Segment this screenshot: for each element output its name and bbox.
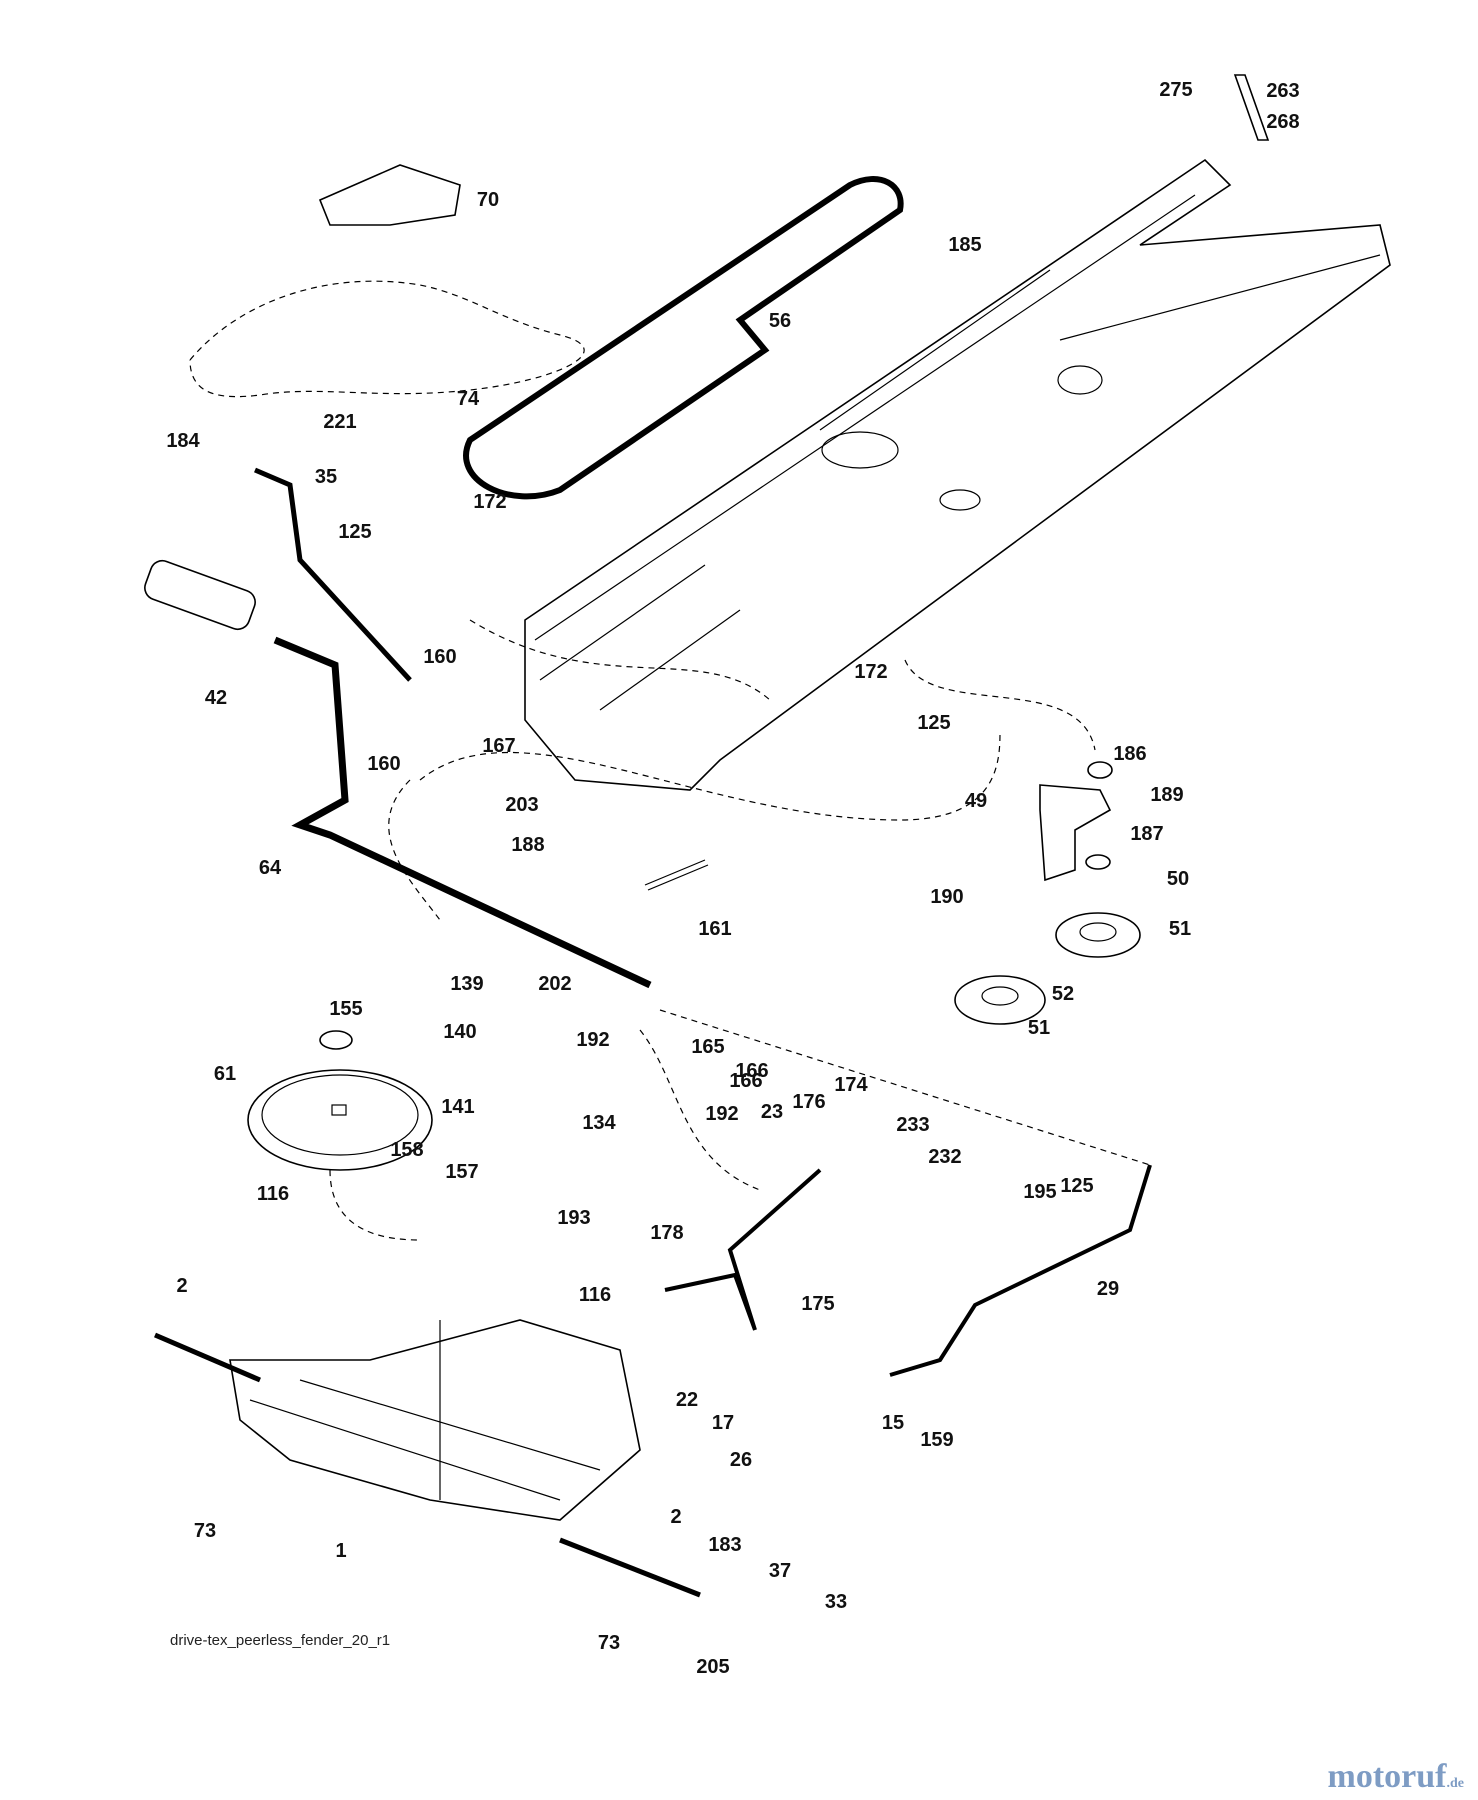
axle-right [559, 1537, 701, 1598]
callout-160: 160 [423, 646, 456, 668]
callout-202: 202 [538, 973, 571, 995]
washer-187 [1085, 854, 1111, 870]
callout-134: 134 [582, 1112, 616, 1134]
callout-158: 158 [390, 1139, 423, 1161]
callout-175: 175 [801, 1293, 834, 1315]
hitch-rod-275 [1233, 74, 1270, 141]
fender-cover-70 [318, 164, 461, 226]
callout-73: 73 [598, 1632, 620, 1654]
callout-190: 190 [930, 886, 963, 908]
callout-178: 178 [650, 1222, 683, 1244]
callout-193: 193 [557, 1207, 590, 1229]
ring-155 [319, 1030, 353, 1050]
callout-172: 172 [854, 661, 887, 683]
linkage-22 [664, 1168, 822, 1331]
callout-141: 141 [441, 1096, 474, 1118]
callout-165: 165 [691, 1036, 724, 1058]
callout-42: 42 [205, 687, 227, 709]
callout-167: 167 [482, 735, 515, 757]
callout-51: 51 [1028, 1017, 1050, 1039]
callout-22: 22 [676, 1389, 698, 1411]
callout-26: 26 [730, 1449, 752, 1471]
diagram-caption: drive-tex_peerless_fender_20_r1 [170, 1632, 391, 1649]
main-frame [524, 158, 1391, 791]
callout-184: 184 [166, 430, 200, 452]
watermark-tld: .de [1446, 1776, 1465, 1791]
pulley-52 [954, 975, 1046, 1025]
callout-116: 116 [579, 1284, 611, 1306]
callout-23: 23 [761, 1101, 783, 1123]
callout-188: 188 [511, 834, 544, 856]
callout-275: 275 [1159, 79, 1192, 101]
callout-52: 52 [1052, 983, 1074, 1005]
callout-70: 70 [477, 189, 499, 211]
watermark-name: motoruf [1327, 1758, 1447, 1795]
callout-176: 176 [792, 1091, 825, 1113]
callout-56: 56 [769, 310, 791, 332]
callout-2: 2 [670, 1506, 681, 1528]
pedal-42 [144, 559, 256, 631]
callout-233: 233 [896, 1114, 929, 1136]
callout-166: 166 [729, 1070, 762, 1092]
callout-268: 268 [1266, 111, 1299, 133]
callout-185: 185 [948, 234, 981, 256]
callout-33: 33 [825, 1591, 847, 1613]
callout-189: 189 [1150, 784, 1183, 806]
callout-64: 64 [259, 857, 282, 879]
pulley-50 [1055, 912, 1141, 958]
callout-35: 35 [315, 466, 337, 488]
callout-159: 159 [920, 1429, 953, 1451]
callout-73: 73 [194, 1520, 216, 1542]
callout-125: 125 [1060, 1175, 1093, 1197]
fender-outline [189, 280, 585, 398]
callout-263: 263 [1266, 80, 1299, 102]
callout-29: 29 [1097, 1278, 1119, 1300]
callout-232: 232 [928, 1146, 961, 1168]
callout-157: 157 [445, 1161, 478, 1183]
callout-155: 155 [329, 998, 362, 1020]
callout-1: 1 [335, 1540, 346, 1562]
idler-bracket-189 [1039, 784, 1112, 882]
callout-183: 183 [708, 1534, 741, 1556]
callout-166: 166 [735, 1060, 768, 1082]
pulley-61 [247, 1069, 433, 1171]
washer-186 [1087, 761, 1113, 779]
rod-35 [254, 467, 412, 682]
callout-50: 50 [1167, 868, 1189, 890]
callout-221: 221 [323, 411, 356, 433]
axle-left [154, 1332, 261, 1383]
callout-116: 116 [257, 1183, 289, 1205]
callout-174: 174 [834, 1074, 868, 1096]
callout-161: 161 [698, 918, 731, 940]
callout-125: 125 [338, 521, 371, 543]
callout-17: 17 [712, 1412, 734, 1434]
callout-192: 192 [705, 1103, 738, 1125]
spring-161 [644, 859, 709, 891]
callout-15: 15 [882, 1412, 904, 1434]
callout-37: 37 [769, 1560, 791, 1582]
callout-192: 192 [576, 1029, 609, 1051]
control-rod-29 [889, 1164, 1152, 1377]
callout-125: 125 [917, 712, 950, 734]
drive-belt-56 [463, 176, 904, 500]
callout-2: 2 [176, 1275, 187, 1297]
callout-160: 160 [367, 753, 400, 775]
callout-203: 203 [505, 794, 538, 816]
callout-172: 172 [473, 491, 506, 513]
callout-61: 61 [214, 1063, 236, 1085]
callout-205: 205 [696, 1656, 729, 1678]
callout-139: 139 [450, 973, 483, 995]
callout-74: 74 [457, 388, 480, 410]
callout-187: 187 [1130, 823, 1163, 845]
callout-51: 51 [1169, 918, 1191, 940]
watermark-logo: motoruf.de [1328, 1758, 1464, 1796]
shaft-64 [273, 636, 652, 989]
callout-195: 195 [1023, 1181, 1056, 1203]
callout-49: 49 [965, 790, 987, 812]
callout-186: 186 [1113, 743, 1146, 765]
callout-140: 140 [443, 1021, 476, 1043]
